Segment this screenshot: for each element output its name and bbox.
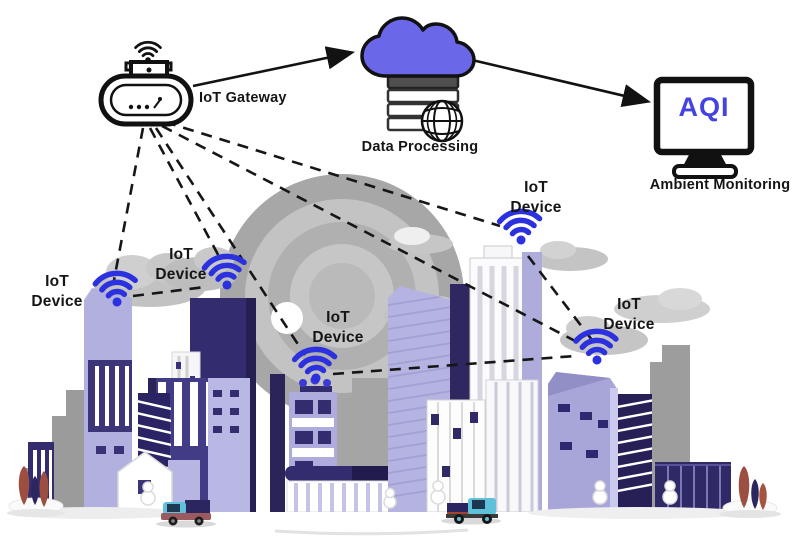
dashed-link xyxy=(112,127,145,281)
cloud-upper-right xyxy=(532,241,608,271)
ambient-monitoring-label: Ambient Monitoring xyxy=(649,177,791,193)
device-2-label: IoT Device xyxy=(155,246,207,283)
city-skyline xyxy=(24,245,731,513)
snow-trees xyxy=(140,480,678,509)
building-dark-sliver xyxy=(270,374,285,512)
dashed-link xyxy=(148,127,224,263)
dashed-link xyxy=(161,124,578,344)
dashed-link xyxy=(332,354,576,376)
building-periwinkle-right xyxy=(548,372,618,512)
building-periwinkle-left xyxy=(208,378,250,512)
building-lavender-tower xyxy=(84,288,132,512)
building-white-striped xyxy=(485,379,539,513)
arrow-gateway-to-cloud xyxy=(192,46,356,88)
dashed-link xyxy=(132,285,206,298)
data-processing-icon xyxy=(360,16,476,143)
cloud-icon xyxy=(360,16,476,78)
ground xyxy=(0,497,800,540)
gateway-label: IoT Gateway xyxy=(199,90,287,106)
building-navy-diagonal-right xyxy=(618,394,652,512)
truck-right xyxy=(446,498,498,524)
device-3-label: IoT Device xyxy=(312,309,364,346)
tree-group-right xyxy=(738,466,767,510)
building-awning-colonnade xyxy=(285,466,409,513)
building-white-windows xyxy=(426,399,486,513)
truck-left xyxy=(161,500,211,526)
device-5-label: IoT Device xyxy=(603,296,655,333)
globe-icon xyxy=(420,99,464,143)
flow-arrows xyxy=(192,46,652,108)
wireless-links xyxy=(112,120,594,376)
device-4-label: IoT Device xyxy=(510,179,562,216)
dashed-link xyxy=(154,127,307,356)
dashed-link xyxy=(164,120,501,228)
data-processing-label: Data Processing xyxy=(361,139,479,155)
gateway-wifi-icon xyxy=(134,40,162,63)
cloud-small-top xyxy=(387,227,453,254)
wifi-icon-device-2 xyxy=(201,253,247,290)
arrow-cloud-to-monitor xyxy=(471,58,652,108)
tree-group-left xyxy=(18,466,49,507)
monitor-icon xyxy=(653,76,755,179)
gateway-icon xyxy=(98,40,194,127)
wifi-icon-device-3 xyxy=(291,346,338,383)
cloud-right-b xyxy=(614,288,710,323)
aqi-screen-text: AQI xyxy=(678,92,730,122)
device-1-label: IoT Device xyxy=(31,273,83,310)
wifi-icon-device-5 xyxy=(573,328,619,365)
trees xyxy=(18,466,767,510)
wifi-icon-device-4 xyxy=(496,208,543,245)
wifi-icon-device-1 xyxy=(92,270,138,307)
